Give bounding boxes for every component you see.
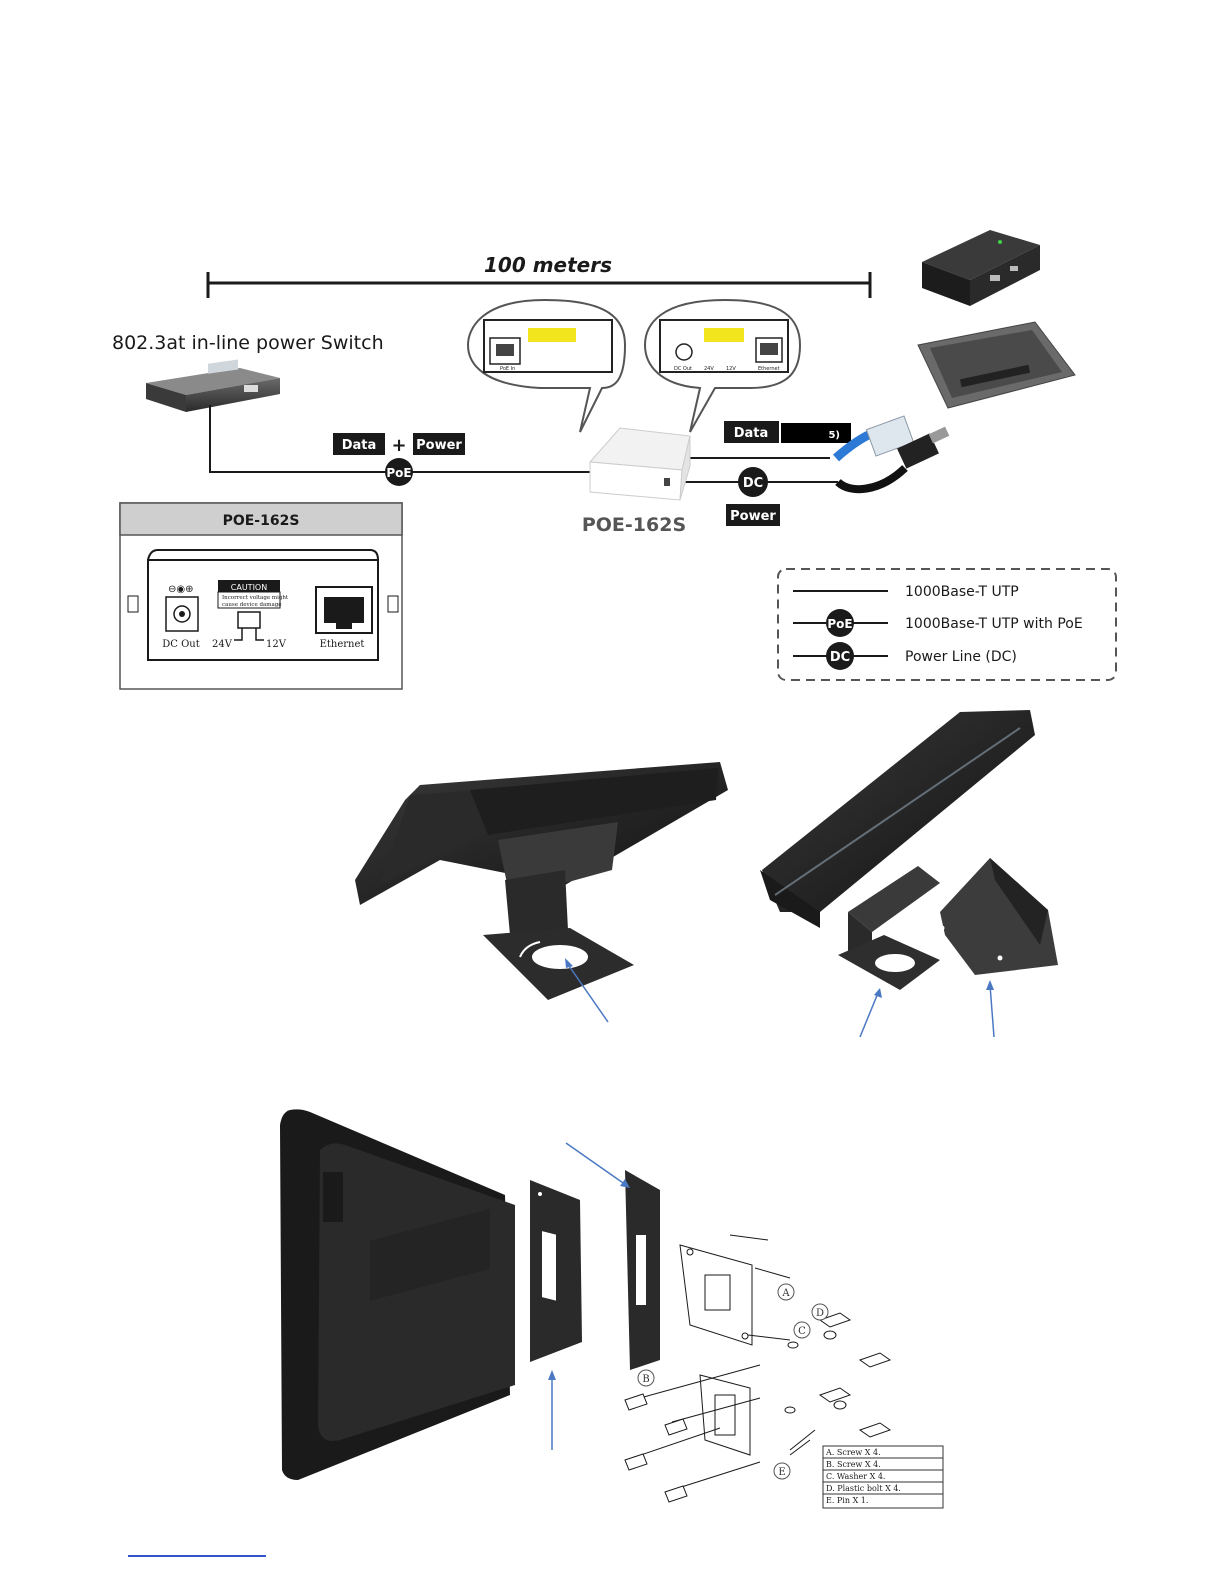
caution-line-2: cause device damage [222,602,282,608]
part-label-c: C [793,1321,811,1339]
tablet-rear-large-image [280,1109,515,1480]
part-label-e: E [773,1462,791,1480]
legend-badge-dc: DC [830,650,850,665]
legend-label-dc: Power Line (DC) [905,649,1017,665]
legend-badge-poe: PoE [827,617,852,631]
svg-text:PoE: PoE [386,466,411,480]
arrow-wall-plate [565,1142,627,1186]
data-tag-right-suffix: 5) [828,430,840,441]
dc-badge: DC [738,467,768,497]
vesa-plate-image [530,1180,582,1362]
panel-title: POE-162S [223,513,300,529]
poe-switch-image [146,359,280,412]
svg-text:DC: DC [743,476,763,491]
wall-plate-image [625,1170,660,1370]
parts-list-item: C. Washer X 4. [826,1472,885,1481]
power-tag-right: Power [730,509,776,524]
svg-text:⊖◉⊕: ⊖◉⊕ [168,584,193,595]
arrow-cover [989,984,995,1038]
legend-label-poe: 1000Base-T UTP with PoE [905,616,1083,632]
caution-title: CAUTION [231,583,267,592]
data-tag-right: Data [734,426,769,441]
parts-list: A. Screw X 4. B. Screw X 4. C. Washer X … [822,1445,944,1509]
parts-list-item: B. Screw X 4. [826,1460,881,1469]
callout-left: PoE In [466,298,627,433]
panel-24v: 24V [212,639,233,650]
legend-row-utp: 1000Base-T UTP [793,584,1019,600]
tablet-tilt-stand-image [760,710,1058,990]
mini-pc-image [922,230,1040,306]
cable-plugs-image [833,415,950,494]
arrow-stand [566,962,609,1023]
parts-list-item: D. Plastic bolt X 4. [826,1484,901,1493]
injector-image [588,427,691,501]
panel-dc-out: DC Out [162,639,200,650]
parts-list-item: E. Pin X 1. [826,1496,868,1505]
panel-ethernet: Ethernet [320,639,365,650]
svg-text:A: A [781,1288,790,1299]
tablet-on-stand-image [355,762,728,1000]
switch-label: 802.3at in-line power Switch [112,332,384,354]
plus-sign: + [391,435,406,456]
poe-panel: POE-162S ⊖◉⊕ DC Out CAUTION Incorrect vo… [119,502,403,690]
legend-row-poe: PoE 1000Base-T UTP with PoE [793,609,1083,637]
data-power-tags: Data + Power [333,433,465,456]
part-label-b: B [637,1369,655,1387]
legend-box: 1000Base-T UTP PoE 1000Base-T UTP with P… [777,568,1117,681]
footer-link-underline[interactable] [128,1555,266,1557]
arrow-bracket [859,992,879,1038]
hardware-line-art [624,1234,892,1503]
part-label-a: A [777,1283,795,1301]
part-label-d: D [811,1303,829,1321]
parts-list-item: A. Screw X 4. [825,1448,881,1457]
panel-12v: 12V [266,639,287,650]
power-tag-right-group: Power [726,504,780,526]
svg-text:Ethernet: Ethernet [758,366,780,372]
svg-text:C: C [798,1326,806,1337]
injector-label: POE-162S [582,514,686,536]
svg-text:B: B [642,1374,649,1385]
legend-row-dc: DC Power Line (DC) [793,642,1017,670]
distance-bar: 100 meters [206,253,872,298]
callout-right: DC Out 24V 12V Ethernet [643,298,802,433]
power-tag: Power [416,438,462,453]
svg-text:PoE In: PoE In [500,366,515,372]
caution-line-1: Incorrect voltage might [222,595,289,601]
svg-text:12V: 12V [726,366,736,372]
svg-text:D: D [816,1308,824,1319]
svg-text:24V: 24V [704,366,714,372]
svg-text:E: E [778,1467,785,1478]
svg-text:DC Out: DC Out [674,366,692,372]
tablet-rear-small-image [917,321,1076,409]
poe-badge: PoE [385,458,413,486]
data-tag-right-group: Data 5) [724,421,851,443]
distance-label: 100 meters [484,253,612,277]
data-tag: Data [342,438,377,453]
legend-label-utp: 1000Base-T UTP [905,584,1019,600]
